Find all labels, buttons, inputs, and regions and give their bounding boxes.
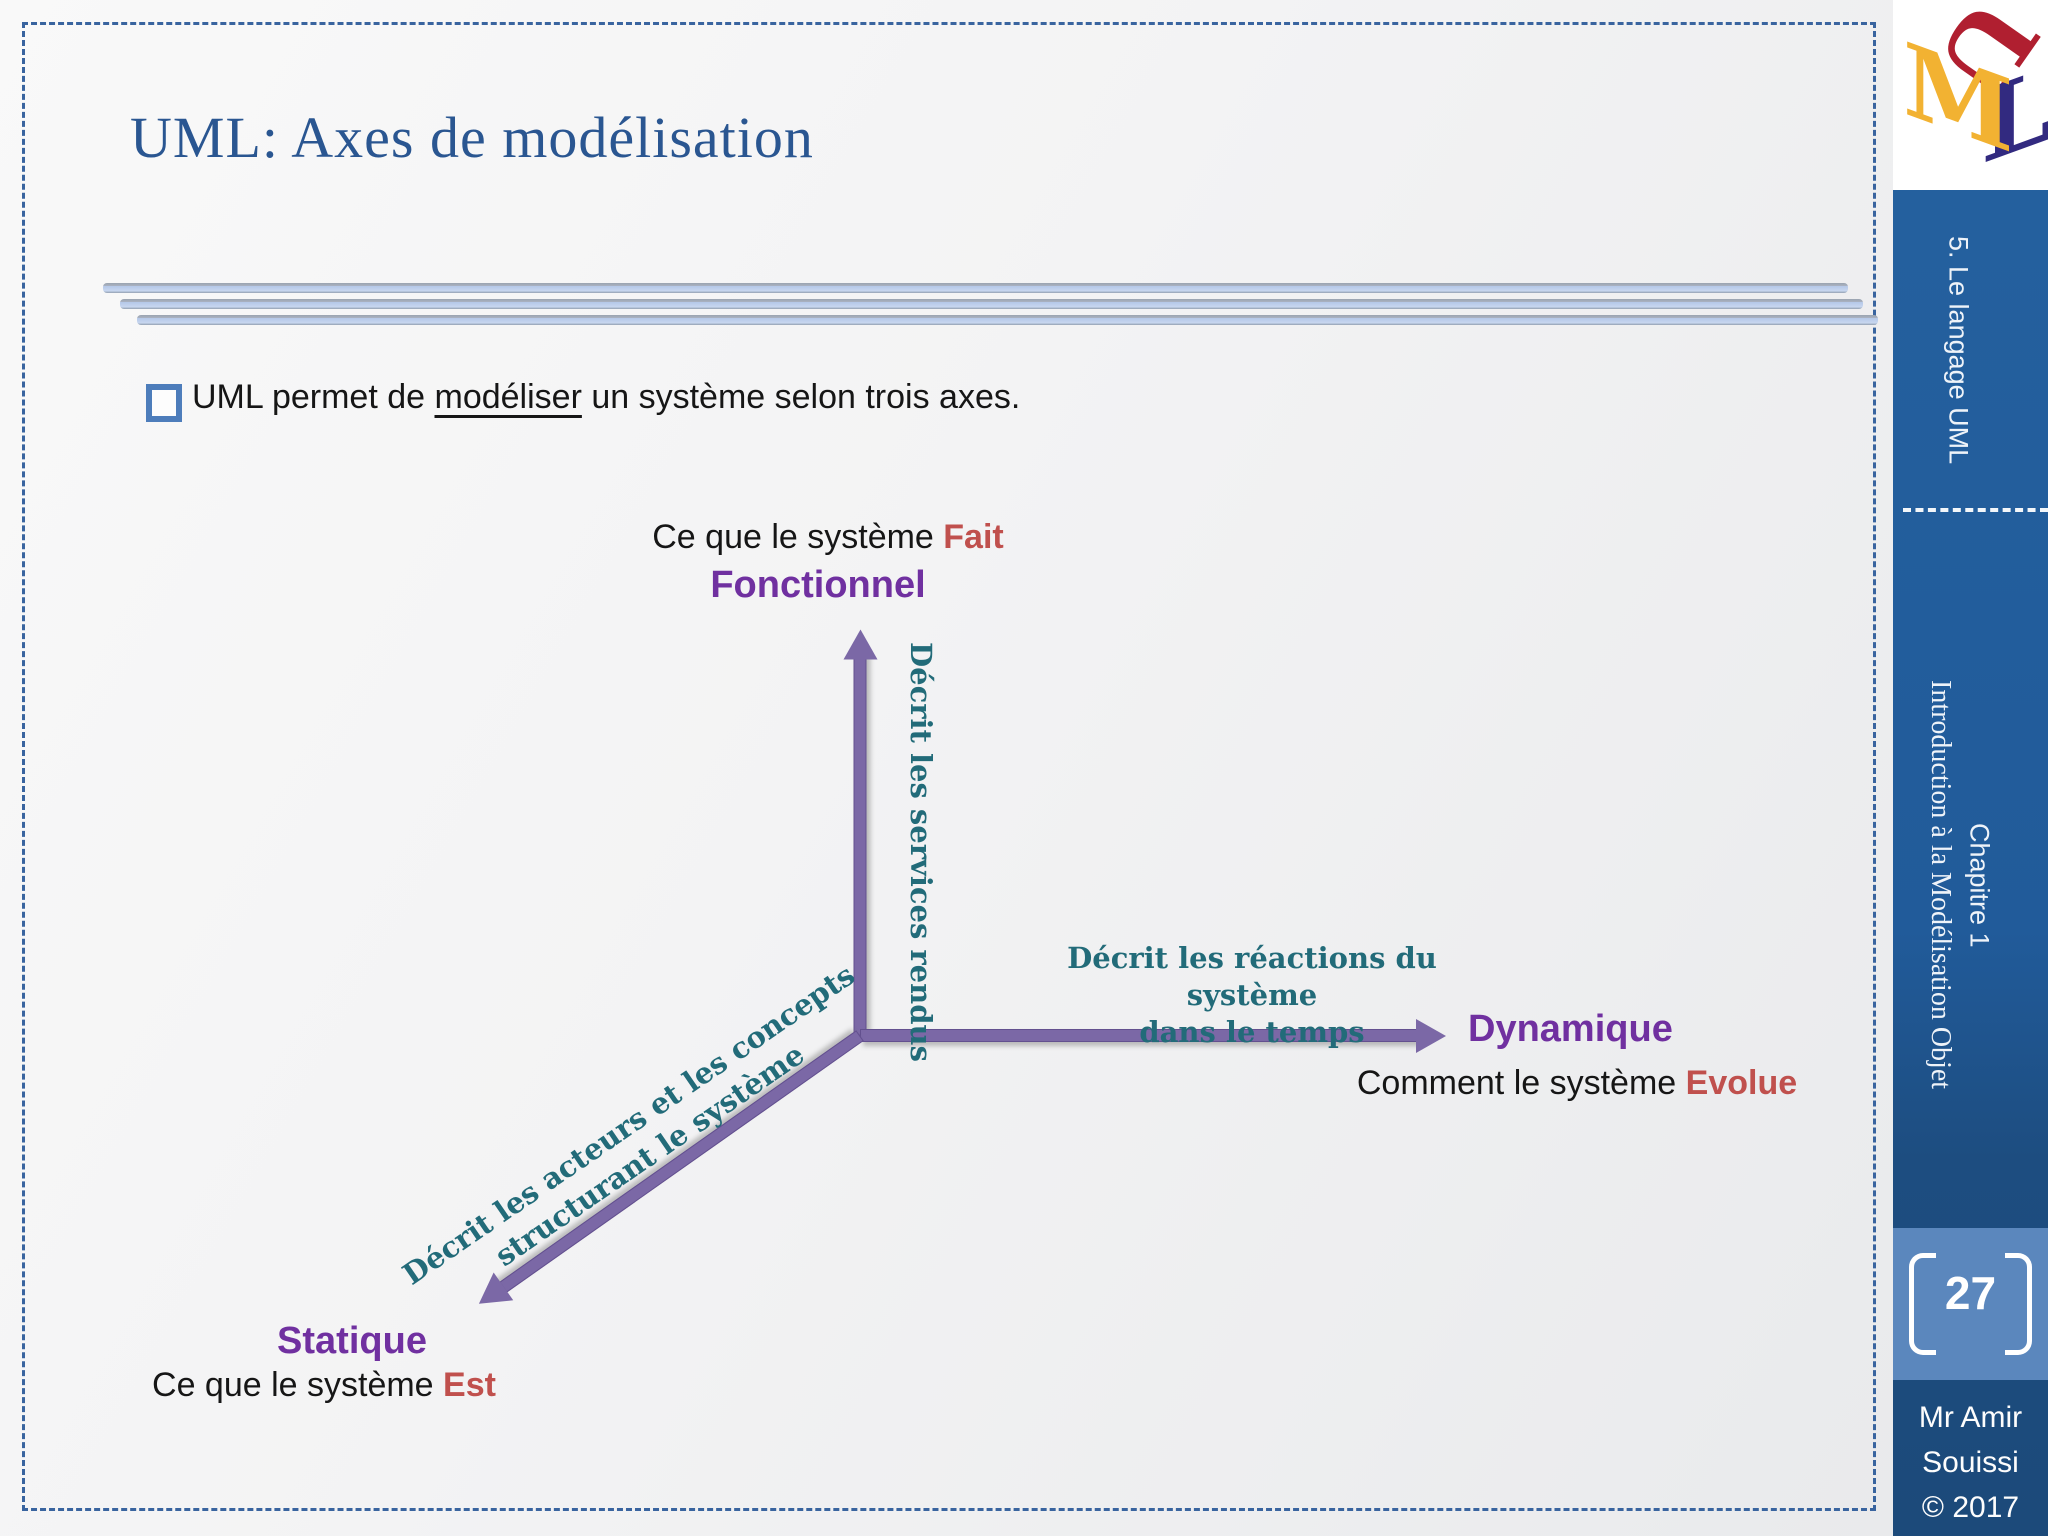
sidebar: 5. Le langage UML Chapitre 1 Introductio… — [1893, 190, 2048, 1536]
functional-axis-name: Fonctionnel — [710, 564, 926, 606]
title-divider-bar — [103, 283, 1848, 293]
page-number: 27 — [1944, 1267, 1997, 1319]
slide-dashed-border — [22, 22, 1876, 1511]
sidebar-footer: Mr Amir Souissi © 2017 — [1893, 1395, 2048, 1530]
dynamic-axis-arrow — [860, 1018, 1446, 1053]
footer-copyright: © 2017 — [1921, 1491, 2020, 1524]
bullet-square-icon — [146, 384, 182, 422]
footer-author-last: Souissi — [1922, 1446, 2019, 1479]
left-bracket-icon — [1909, 1253, 1936, 1355]
bullet-text-underlined: modéliser — [434, 378, 582, 416]
slide-background — [0, 0, 1893, 1536]
right-bracket-icon — [2005, 1253, 2032, 1355]
title-divider-bar — [137, 315, 1878, 325]
sidebar-section-label: 5. Le langage UML — [1943, 235, 1974, 465]
dynamic-axis-description: Décrit les réactions du système dans le … — [1002, 940, 1502, 1051]
uml-logo: U M L — [1903, 0, 2048, 188]
static-caption-highlight: Est — [443, 1366, 496, 1404]
static-axis-name: Statique — [277, 1320, 427, 1362]
functional-caption-prefix: Ce que le système — [652, 518, 944, 556]
dynamic-description-line1: Décrit les réactions du système — [1067, 941, 1437, 1012]
dynamic-caption-highlight: Evolue — [1685, 1064, 1798, 1102]
static-caption-prefix: Ce que le système — [152, 1366, 444, 1404]
dynamic-axis-caption: Comment le système Evolue — [1277, 1064, 1877, 1103]
arrowhead-up-icon — [843, 629, 877, 660]
page-number-box: 27 — [1893, 1228, 2048, 1380]
sidebar-dashed-divider — [1903, 508, 2048, 512]
dynamic-description-line2: dans le temps — [1139, 1015, 1365, 1049]
sidebar-chapter-title: Chapitre 1 — [1964, 822, 1995, 948]
functional-axis-caption: Ce que le système Fait — [578, 518, 1078, 557]
sidebar-chapter-subtitle: Introduction à la Modélisation Objet — [1925, 680, 1956, 1090]
arrowhead-right-icon — [1416, 1018, 1446, 1053]
functional-caption-highlight: Fait — [943, 518, 1004, 556]
footer-author-first: Mr Amir — [1918, 1401, 2023, 1434]
dynamic-caption-prefix: Comment le système — [1356, 1064, 1686, 1102]
static-axis-caption: Ce que le système Est — [124, 1366, 524, 1405]
bullet-text: UML permet de modéliser un système selon… — [192, 378, 1592, 417]
bullet-text-before: UML permet de — [192, 378, 435, 416]
dynamic-axis-name: Dynamique — [1468, 1008, 1673, 1050]
page-title: UML: Axes de modélisation — [130, 105, 814, 170]
title-divider-bar — [120, 299, 1863, 309]
bullet-text-after: un système selon trois axes. — [581, 378, 1021, 416]
functional-axis-description: Décrit les services rendus — [904, 642, 938, 1062]
